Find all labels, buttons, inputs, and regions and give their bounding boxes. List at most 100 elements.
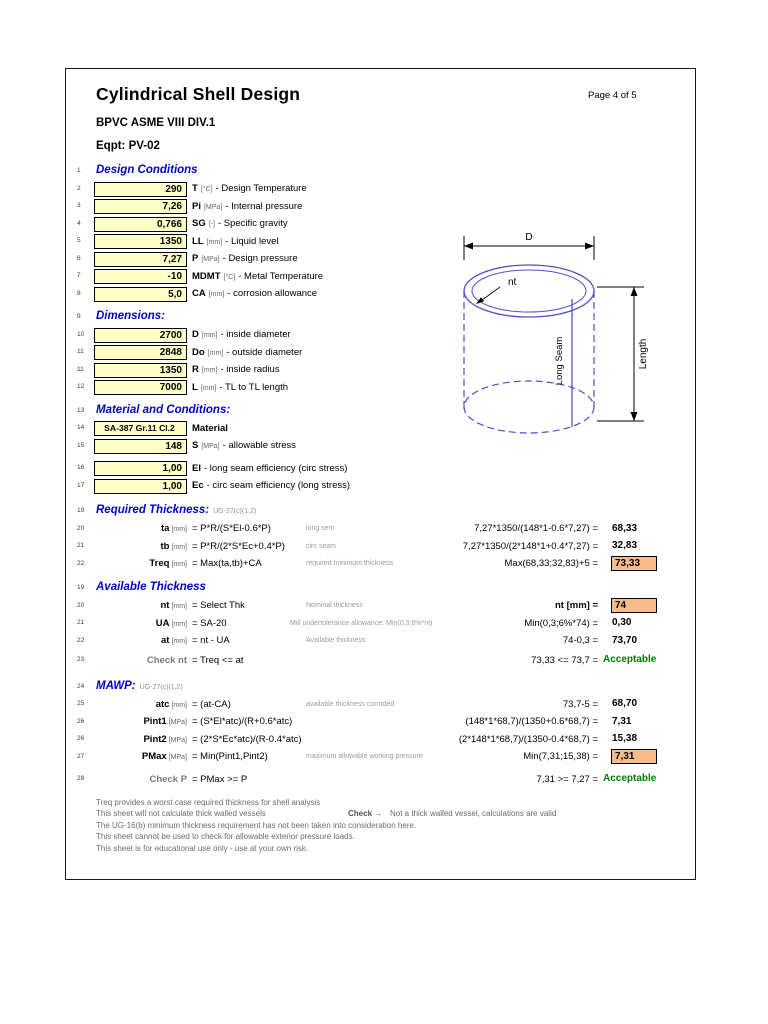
input-cell-material[interactable]: SA-387 Gr.11 Cl.2	[94, 421, 187, 436]
input-cell-circ-seam-efficiency[interactable]: 1,00	[94, 478, 187, 494]
value-cell-outside-diameter: 2848	[94, 345, 187, 360]
row-number: 20	[77, 601, 85, 609]
section-title: Required Thickness:UG-27(c)(1,2)	[96, 504, 257, 516]
result-cell-pmax: 7,31	[611, 749, 657, 764]
code-paragraph-ref: UG-27(c)(1,2)	[139, 683, 183, 691]
result-value: 73,70	[612, 634, 638, 646]
row-number: 6	[77, 254, 81, 262]
status-acceptable: Acceptable	[603, 654, 657, 665]
row-design-temperature: 2 290 T[°C]- Design Temperature	[66, 181, 695, 199]
input-cell-design-temperature[interactable]: 290	[94, 181, 187, 197]
section-design-conditions: 1 Design Conditions	[66, 163, 695, 181]
calculation: nt [mm] =	[554, 600, 598, 611]
formula: = Treq <= at	[192, 654, 244, 666]
row-number: 13	[77, 406, 85, 414]
row-number: 26	[77, 717, 85, 725]
variable-name: nt[mm]	[160, 600, 187, 611]
formula: = (S*El*atc)/(R+0.6*atc)	[192, 716, 293, 727]
row-number: 21	[77, 542, 85, 549]
annotation: maximum allowable working pressure	[306, 753, 423, 760]
row-number: 1	[77, 167, 81, 174]
result-value: 0,30	[612, 617, 632, 628]
row-number: 28	[77, 775, 85, 782]
input-cell-inside-diameter[interactable]: 2700	[94, 327, 187, 343]
sheet-frame: Cylindrical Shell Design Page 4 of 5 BPV…	[65, 68, 696, 880]
variable-name: UA[mm]	[155, 617, 187, 629]
row-label: Material	[192, 422, 228, 434]
calc-row-check-p: 28 Check P = PMax >= P 7,31 >= 7,27 = Ac…	[66, 771, 695, 789]
formula: = P*R/(S*El-0.6*P)	[192, 523, 271, 534]
row-number: 21	[77, 619, 85, 626]
formula: = Min(Pint1,Pint2)	[192, 751, 268, 762]
calc-row-at: 22 at[mm] = nt - UA Available thickness …	[66, 633, 695, 651]
arrowhead-right	[585, 242, 594, 250]
row-corrosion-allowance: 8 5,0 CA[mm]- corrosion allowance	[66, 286, 695, 304]
calc-row-pint1: 26 Pint1[MPa] = (S*El*atc)/(R+0.6*atc) (…	[66, 714, 695, 732]
result-value: 68,70	[612, 698, 638, 709]
section-title: Material and Conditions:	[96, 403, 231, 416]
formula: = (2*S*Ec*atc)/(R-0.4*atc)	[192, 733, 302, 745]
formula: = PMax >= P	[192, 773, 248, 785]
formula: = nt - UA	[192, 635, 230, 646]
input-cell-allowable-stress[interactable]: 148	[94, 438, 187, 454]
input-cell-specific-gravity[interactable]: 0,766	[94, 216, 187, 232]
shell-diagram: D nt Long Seam Length	[463, 232, 649, 434]
calculation: (148*1*68,7)/(1350+0.6*68,7) =	[465, 716, 598, 727]
row-outside-diameter: 11 2848 Do[mm]- outside diameter	[66, 344, 695, 362]
annotation: circ seam	[306, 542, 336, 550]
shell-bottom-rim	[463, 380, 595, 434]
row-internal-pressure: 3 7,26 Pi[MPa]- Internal pressure	[66, 198, 695, 216]
input-cell-liquid-level[interactable]: 1350	[94, 234, 187, 249]
calc-row-atc: 25 atc[mm] = (at-CA) available thickness…	[66, 696, 695, 714]
result-cell-nt[interactable]: 74	[611, 598, 657, 613]
row-label: R[mm]- inside radius	[192, 364, 280, 375]
row-label: L[mm]- TL to TL length	[192, 381, 289, 393]
calculation: Min(7,31;15,38) =	[523, 751, 598, 762]
section-title: MAWP:UG-27(c)(1,2)	[96, 679, 183, 692]
calculation: 73,7-5 =	[562, 698, 598, 710]
arrowhead-up	[630, 287, 638, 296]
input-cell-tl-length[interactable]: 7000	[94, 380, 187, 395]
row-number: 11	[77, 365, 84, 373]
row-label: Pi[MPa]- Internal pressure	[192, 200, 303, 212]
section-title: Design Conditions	[96, 164, 198, 176]
row-circ-seam-efficiency: 17 1,00 Ec- circ seam efficiency (long s…	[66, 478, 695, 496]
result-value: 32,83	[612, 540, 638, 551]
variable-name: ta[mm]	[160, 523, 187, 534]
code-paragraph-ref: UG-27(c)(1,2)	[213, 508, 257, 515]
variable-name: Pint1[MPa]	[143, 716, 187, 727]
annotation: available thickness corroded	[306, 700, 395, 708]
check-name: Check P	[149, 773, 188, 785]
row-number: 26	[77, 735, 85, 742]
row-number: 20	[77, 524, 85, 532]
row-specific-gravity: 4 0,766 SG[-]- Specific gravity	[66, 216, 695, 234]
input-cell-corrosion-allowance[interactable]: 5,0	[94, 286, 187, 302]
section-dimensions: 9 Dimensions:	[66, 309, 695, 327]
formula: = P*R/(2*S*Ec+0.4*P)	[192, 540, 285, 552]
result-value: 7,31	[612, 715, 632, 727]
footnote-2: This sheet will not calculate thick wall…	[96, 808, 695, 820]
arrowhead-left	[464, 242, 473, 250]
row-number: 4	[77, 219, 81, 227]
row-label: Ec- circ seam efficiency (long stress)	[192, 480, 351, 491]
input-cell-internal-pressure[interactable]: 7,26	[94, 199, 187, 214]
variable-name: Pint2[MPa]	[143, 733, 187, 745]
section-available-thickness: 19 Available Thickness	[66, 580, 695, 598]
row-number: 27	[77, 752, 85, 760]
row-label: SG[-]- Specific gravity	[192, 218, 288, 229]
formula: = (at-CA)	[192, 698, 231, 710]
row-label: Do[mm]- outside diameter	[192, 346, 303, 358]
row-number: 19	[77, 507, 85, 514]
calculation: 7,31 >= 7,27 =	[536, 773, 598, 785]
row-number: 10	[77, 330, 85, 338]
input-cell-design-pressure[interactable]: 7,27	[94, 251, 187, 267]
page-number: Page 4 of 5	[588, 90, 637, 101]
result-value: 15,38	[612, 733, 638, 744]
row-number: 19	[77, 584, 85, 591]
calc-row-check-nt: 23 Check nt = Treq <= at 73,33 <= 73,7 =…	[66, 652, 695, 670]
row-number: 22	[77, 636, 85, 644]
input-cell-mdmt[interactable]: -10	[94, 269, 187, 284]
row-number: 22	[77, 559, 85, 567]
row-number: 24	[77, 682, 85, 690]
input-cell-long-seam-efficiency[interactable]: 1,00	[94, 461, 187, 476]
